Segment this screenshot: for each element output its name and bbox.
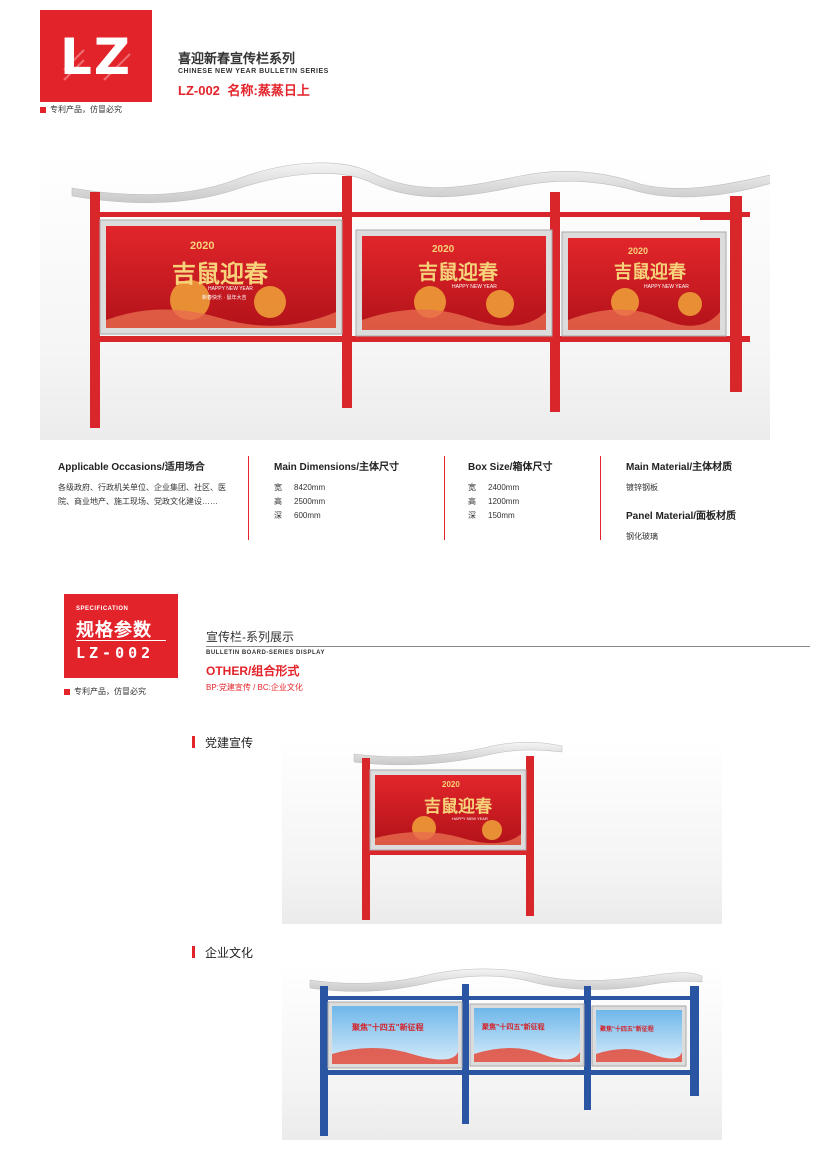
bc-poster-headline-1: 聚焦"十四五"新征程: [352, 1023, 424, 1032]
divider: [444, 456, 445, 540]
poster-year-3: 2020: [628, 246, 649, 256]
product-name: 名称:蒸蒸日上: [227, 83, 310, 98]
occasions-text: 各级政府、行政机关单位、企业集团、社区、医院、商业地产、施工现场、党政文化建设……: [58, 483, 226, 506]
spec-occasions: Applicable Occasions/适用场合 各级政府、行政机关单位、企业…: [58, 458, 236, 509]
panel-material-value: 钢化玻璃: [626, 532, 658, 541]
panel-material-title: Panel Material/面板材质: [626, 511, 737, 522]
spec-code: LZ-002: [76, 644, 155, 662]
patent-text-2: 专利产品，仿冒必究: [74, 687, 146, 696]
patent-note-2: 专利产品，仿冒必究: [64, 686, 146, 697]
material-value: 镀锌钢板: [626, 483, 658, 492]
panel-1: [99, 219, 343, 335]
divider: [248, 456, 249, 540]
spec-cn: 规格参数: [76, 620, 152, 640]
spec-en: SPECIFICATION: [76, 606, 129, 612]
corporate-culture-board-image: 聚焦"十四五"新征程 聚焦"十四五"新征程 聚焦"十四五"新征程: [282, 962, 722, 1140]
bp-poster-year: 2020: [442, 780, 460, 789]
section-bc-label: 企业文化: [205, 946, 254, 960]
single-board-illustration: [353, 741, 563, 920]
red-square-icon: [64, 688, 70, 695]
bp-poster-subtitle: HAPPY NEW YEAR: [452, 816, 488, 821]
spec-material: Main Material/主体材质 镀锌钢板 Panel Material/面…: [626, 458, 796, 544]
bp-bc-legend: BP:党建宣传 / BC:企业文化: [206, 683, 303, 692]
poster-year-2: 2020: [432, 244, 455, 255]
brand-logo: LZ: [40, 10, 152, 102]
showcase-rule: [206, 646, 810, 647]
panel-2: [355, 229, 553, 337]
series-title-cn: 喜迎新春宣传栏系列: [178, 51, 296, 66]
section-bp-label: 党建宣传: [205, 736, 254, 750]
bp-poster-headline: 吉鼠迎春: [424, 797, 492, 817]
poster-headline-1: 吉鼠迎春: [172, 259, 268, 288]
other-combination: OTHER/组合形式: [206, 664, 300, 678]
section-bar-icon: [192, 736, 195, 748]
divider: [600, 456, 601, 540]
blue-board-illustration: [309, 968, 703, 1136]
poster-subtitle-3: HAPPY NEW YEAR: [644, 284, 689, 290]
party-building-board-image: 2020 吉鼠迎春 HAPPY NEW YEAR: [282, 738, 722, 924]
patent-text: 专利产品，仿冒必究: [50, 105, 122, 114]
poster-year-1: 2020: [190, 240, 215, 252]
poster-subtitle-1: HAPPY NEW YEAR: [208, 286, 253, 292]
bulletin-board-illustration: [71, 162, 776, 428]
box-size-title: Box Size/箱体尺寸: [468, 462, 553, 473]
red-square-icon: [40, 106, 46, 113]
dimensions-title: Main Dimensions/主体尺寸: [274, 462, 400, 473]
poster-headline-2: 吉鼠迎春: [418, 260, 498, 284]
hero-product-image: 2020 吉鼠迎春 HAPPY NEW YEAR 新春快乐 · 鼠年大吉 202…: [40, 150, 776, 440]
logo-text: LZ: [59, 28, 133, 86]
showcase-title-cn: 宣传栏-系列展示: [206, 630, 294, 644]
material-title: Main Material/主体材质: [626, 462, 733, 473]
product-code: LZ-002: [178, 83, 220, 98]
specification-badge: SPECIFICATION 规格参数 LZ-002: [64, 594, 178, 678]
spec-rule: [76, 640, 166, 641]
product-line: LZ-002 名称:蒸蒸日上: [178, 80, 310, 99]
occasions-title: Applicable Occasions/适用场合: [58, 462, 205, 473]
showcase-title-en: BULLETIN BOARD-SERIES DISPLAY: [206, 650, 325, 656]
series-title-en: CHINESE NEW YEAR BULLETIN SERIES: [178, 68, 329, 75]
patent-note: 专利产品，仿冒必究: [40, 104, 122, 115]
section-party-building: 党建宣传: [192, 734, 253, 751]
poster-subtitle-2: HAPPY NEW YEAR: [452, 284, 497, 290]
bc-poster-headline-2: 聚焦"十四五"新征程: [482, 1024, 545, 1031]
logo-stripes-icon: [63, 49, 131, 81]
poster-tagline-1: 新春快乐 · 鼠年大吉: [202, 295, 247, 301]
poster-headline-3: 吉鼠迎春: [614, 262, 686, 283]
panel-3: [561, 231, 727, 337]
section-bar-icon: [192, 946, 195, 958]
section-corporate-culture: 企业文化: [192, 944, 253, 961]
bc-poster-headline-3: 聚焦"十四五"新征程: [600, 1027, 654, 1033]
